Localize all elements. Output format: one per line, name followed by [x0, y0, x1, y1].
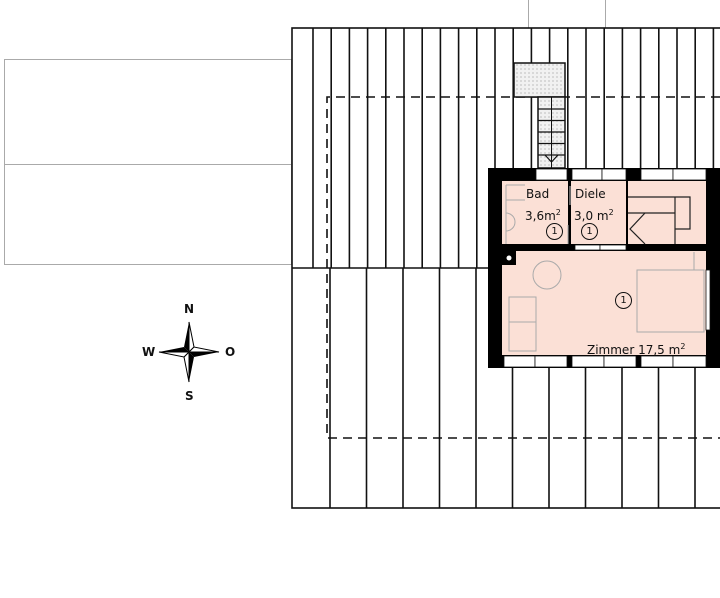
furniture [505, 184, 705, 352]
area-unit-sup: 2 [555, 208, 561, 217]
room-marker-bad: 1 [546, 223, 563, 240]
attic-stair [513, 62, 566, 169]
room-marker-diele: 1 [581, 223, 598, 240]
area-value: 17,5 m [638, 343, 681, 357]
area-value: 3,6m [525, 209, 556, 223]
compass-rose [158, 321, 220, 383]
room-area-diele: 3,0 m2 [574, 206, 614, 223]
room-marker-zimmer: 1 [615, 292, 632, 309]
stairs [628, 196, 691, 245]
room-name: Zimmer [587, 343, 635, 357]
compass-north-label: N [184, 302, 195, 316]
roof-boards [312, 28, 715, 508]
room-name-bad: Bad [526, 187, 550, 201]
compass-west-label: W [142, 345, 156, 359]
area-value: 3,0 m [574, 209, 609, 223]
area-unit-sup: 2 [680, 342, 686, 351]
area-unit-sup: 2 [608, 208, 614, 217]
room-area-bad: 3,6m2 [525, 206, 561, 223]
room-name-diele: Diele [575, 187, 606, 201]
windows [503, 168, 711, 368]
room-label-zimmer: Zimmer 17,5 m2 [587, 340, 685, 357]
building [488, 168, 720, 368]
room-diele [571, 181, 626, 244]
compass-south-label: S [185, 389, 194, 403]
compass-east-label: O [225, 345, 236, 359]
